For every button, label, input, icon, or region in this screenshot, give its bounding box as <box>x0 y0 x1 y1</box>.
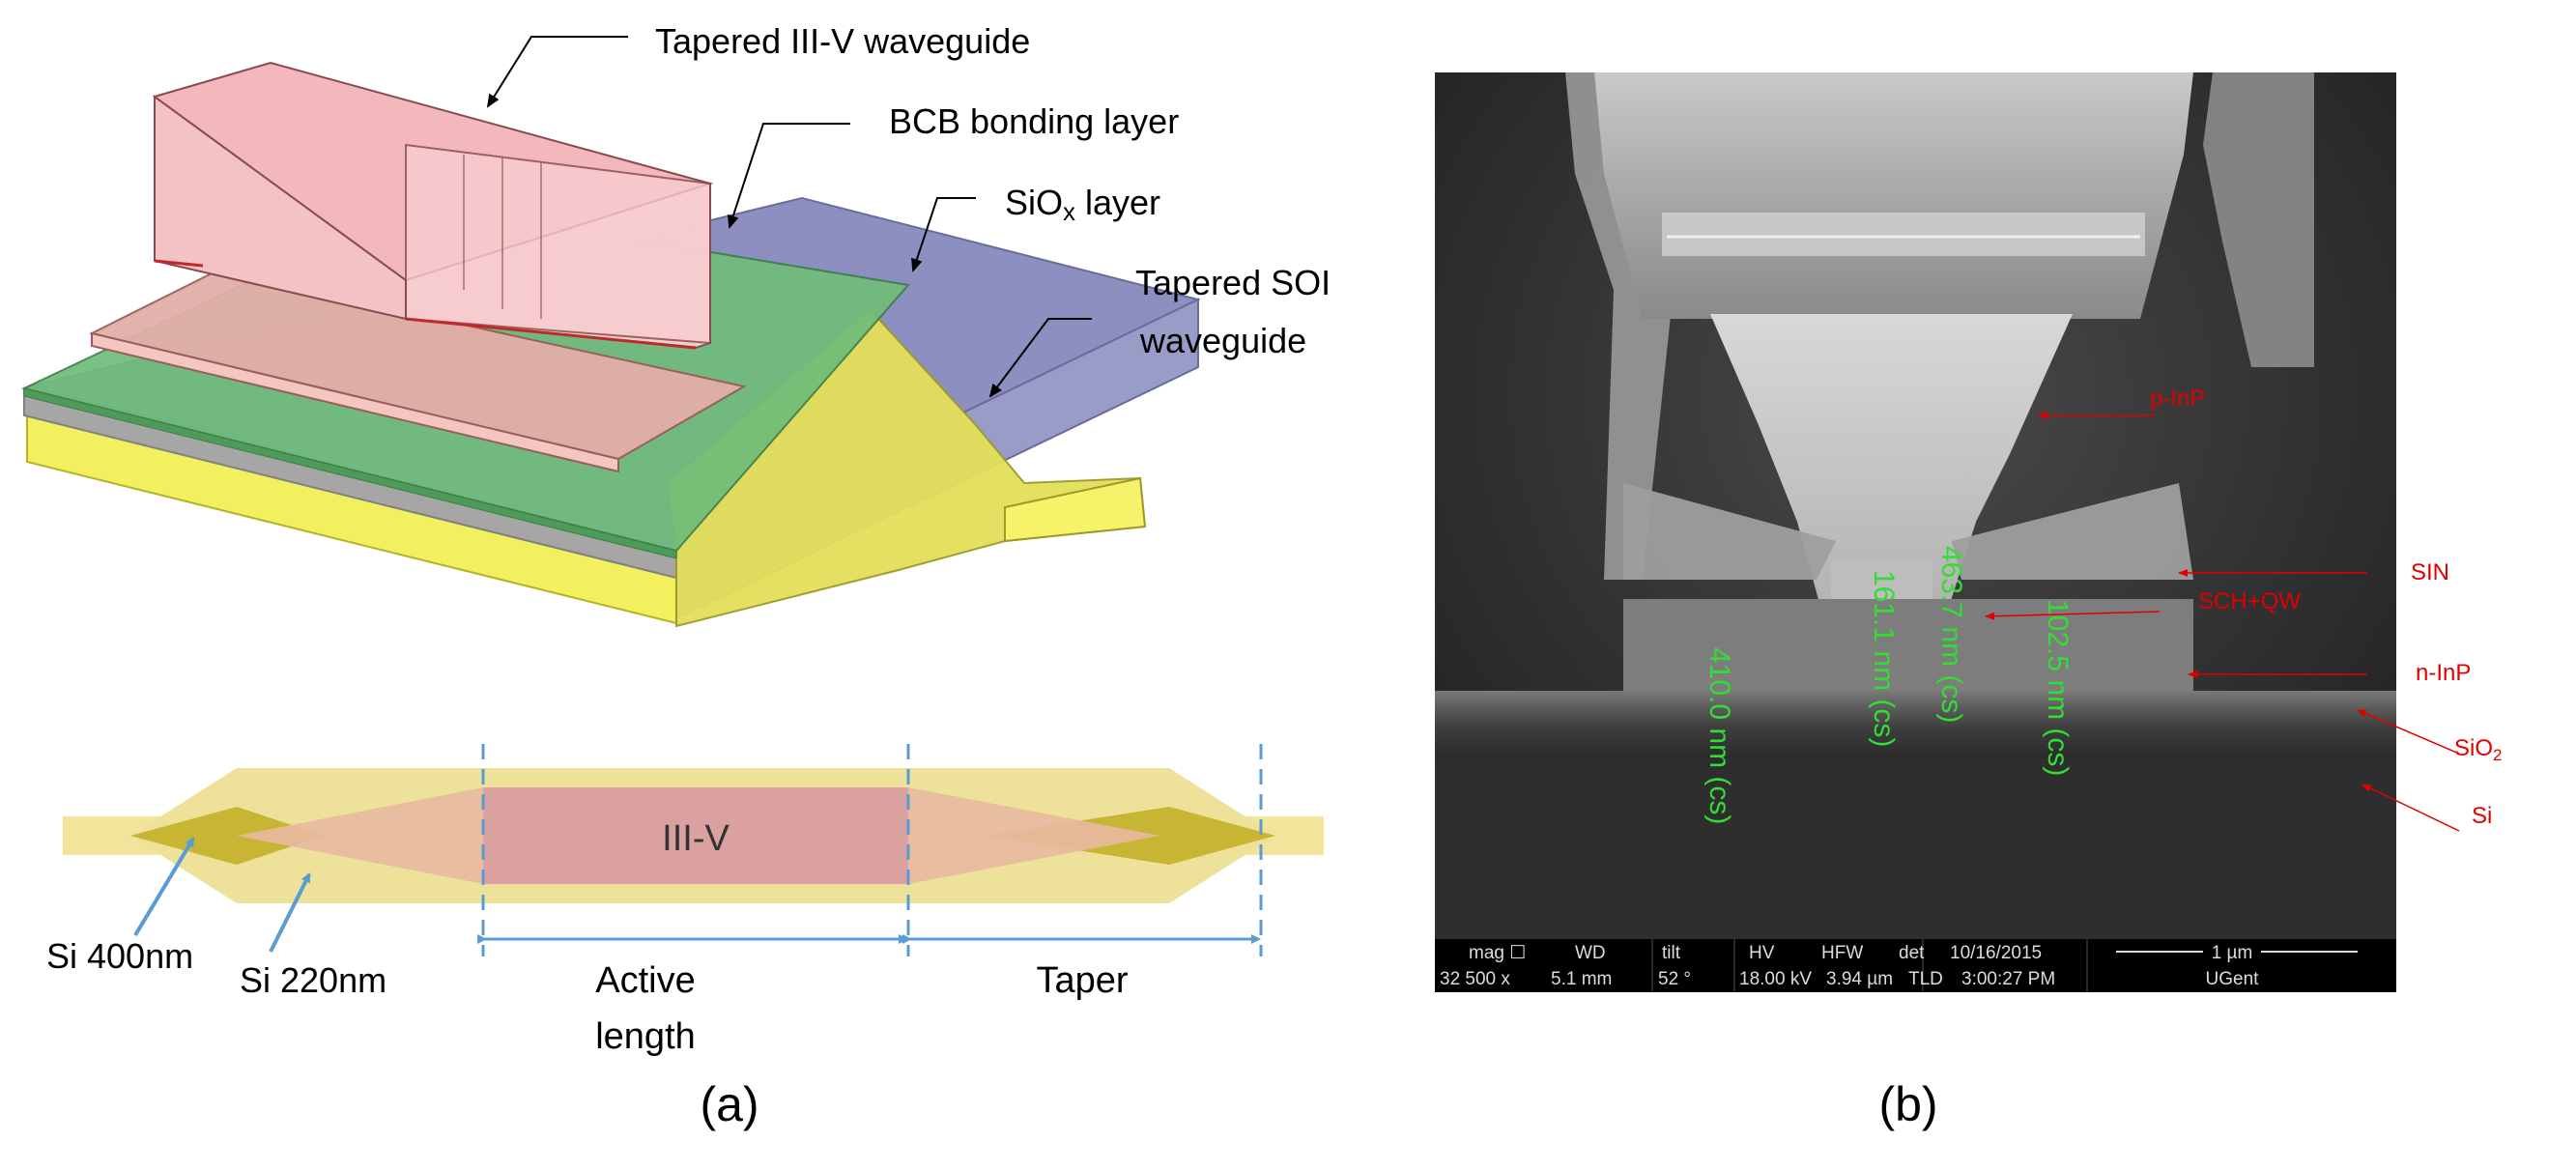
label-soi-line2: waveguide <box>1139 321 1306 360</box>
infobar-h-det: det <box>1899 943 1925 963</box>
label-soi-line1: Tapered SOI <box>1135 263 1331 302</box>
caption-a: (a) <box>700 1077 758 1131</box>
measurement-410: 410.0 nm (cs) <box>1703 647 1735 824</box>
annotation-schqw: SCH+QW <box>2198 588 2301 614</box>
label-active-line2: length <box>595 1016 696 1057</box>
label-si220: Si 220nm <box>240 960 386 1000</box>
iiiv-taper-face <box>405 143 711 345</box>
infobar-h-tilt: tilt <box>1662 943 1681 963</box>
sem-sin-slab <box>1623 483 1836 580</box>
iiiv-base-edge <box>154 259 204 268</box>
annotation-sio2: SiO2 <box>2454 735 2502 764</box>
infobar-v-mag: 32 500 x <box>1440 969 1510 989</box>
label-si400: Si 400nm <box>46 936 193 976</box>
annotation-sin: SIN <box>2411 559 2449 585</box>
infobar-scale: 1 µm <box>2212 943 2253 963</box>
measurement-161: 161.1 nm (cs) <box>1868 570 1900 747</box>
bcb-layer-front <box>23 387 677 559</box>
callout-soi <box>988 318 1092 398</box>
sem-pinp-cone <box>1710 314 2073 628</box>
label-iiiv: III-V <box>662 818 730 859</box>
si220-pointer <box>269 872 311 953</box>
sem-top-mesa <box>1594 72 2193 319</box>
panel-a-3d-diagram: Tapered III-V waveguide BCB bonding laye… <box>21 21 1331 628</box>
caption-b: (b) <box>1878 1077 1937 1131</box>
infobar-h-hv: HV <box>1749 943 1775 963</box>
siox-slab-front <box>91 331 619 473</box>
callout-tapered-iiiv <box>486 36 628 108</box>
label-tapered-iiiv: Tapered III-V waveguide <box>655 21 1030 61</box>
label-bcb: BCB bonding layer <box>889 101 1179 141</box>
panel-a-top-view: III-V Si 400nm Si 220nm Active length Ta… <box>46 744 1324 1131</box>
sem-si-layer <box>1435 758 2396 942</box>
infobar-h-mag: mag ☐ <box>1469 943 1526 963</box>
pink-taper-left <box>237 787 483 884</box>
callout-bcb <box>728 123 850 229</box>
sem-right-wall <box>2203 72 2314 367</box>
infobar-v-hv: 18.00 kV <box>1739 969 1812 989</box>
sem-sio2-layer <box>1435 691 2396 758</box>
infobar-v-org: UGent <box>2206 969 2260 989</box>
infobar-h-hfw: HFW <box>1821 943 1863 963</box>
measurement-102: 102.5 nm (cs) <box>2042 599 2074 776</box>
annotation-pinp: p-InP <box>2150 385 2205 412</box>
infobar-h-date: 10/16/2015 <box>1950 943 2042 963</box>
infobar-v-time: 3:00:27 PM <box>1961 969 2055 989</box>
arrow-schqw <box>1985 611 2161 620</box>
infobar-v-det: TLD <box>1908 969 1943 989</box>
sem-sin-slab-right <box>1952 483 2193 580</box>
annotation-ninp: n-InP <box>2416 660 2471 686</box>
si400-left <box>130 807 324 865</box>
label-taper: Taper <box>1036 960 1128 1001</box>
sem-ninp-slab <box>1623 599 2193 691</box>
callout-siox <box>911 197 976 272</box>
panel-b-sem-image: p-InP SIN SCH+QW n-InP SiO2 Si 463.7 nm … <box>1435 72 2502 1131</box>
infobar-h-wd: WD <box>1575 943 1606 963</box>
infobar-v-wd: 5.1 mm <box>1551 969 1612 989</box>
sem-mesa-band <box>1662 213 2145 256</box>
infobar-v-tilt: 52 ° <box>1658 969 1691 989</box>
label-active-line1: Active <box>595 960 695 1001</box>
soi-taper-front <box>1004 476 1147 543</box>
iiiv-base-edge <box>405 317 697 350</box>
annotation-si: Si <box>2472 803 2492 829</box>
arrow-si <box>2361 784 2460 832</box>
si400-pointer <box>133 837 195 937</box>
iiiv-region <box>483 787 908 884</box>
infobar-v-hfw: 3.94 µm <box>1826 969 1893 989</box>
sem-infobar <box>1435 939 2396 992</box>
arrow-sio2 <box>2357 709 2460 755</box>
measurement-463: 463.7 nm (cs) <box>1935 546 1967 723</box>
pink-taper-right <box>908 787 1159 884</box>
label-siox: SiOx layer <box>1005 183 1160 226</box>
